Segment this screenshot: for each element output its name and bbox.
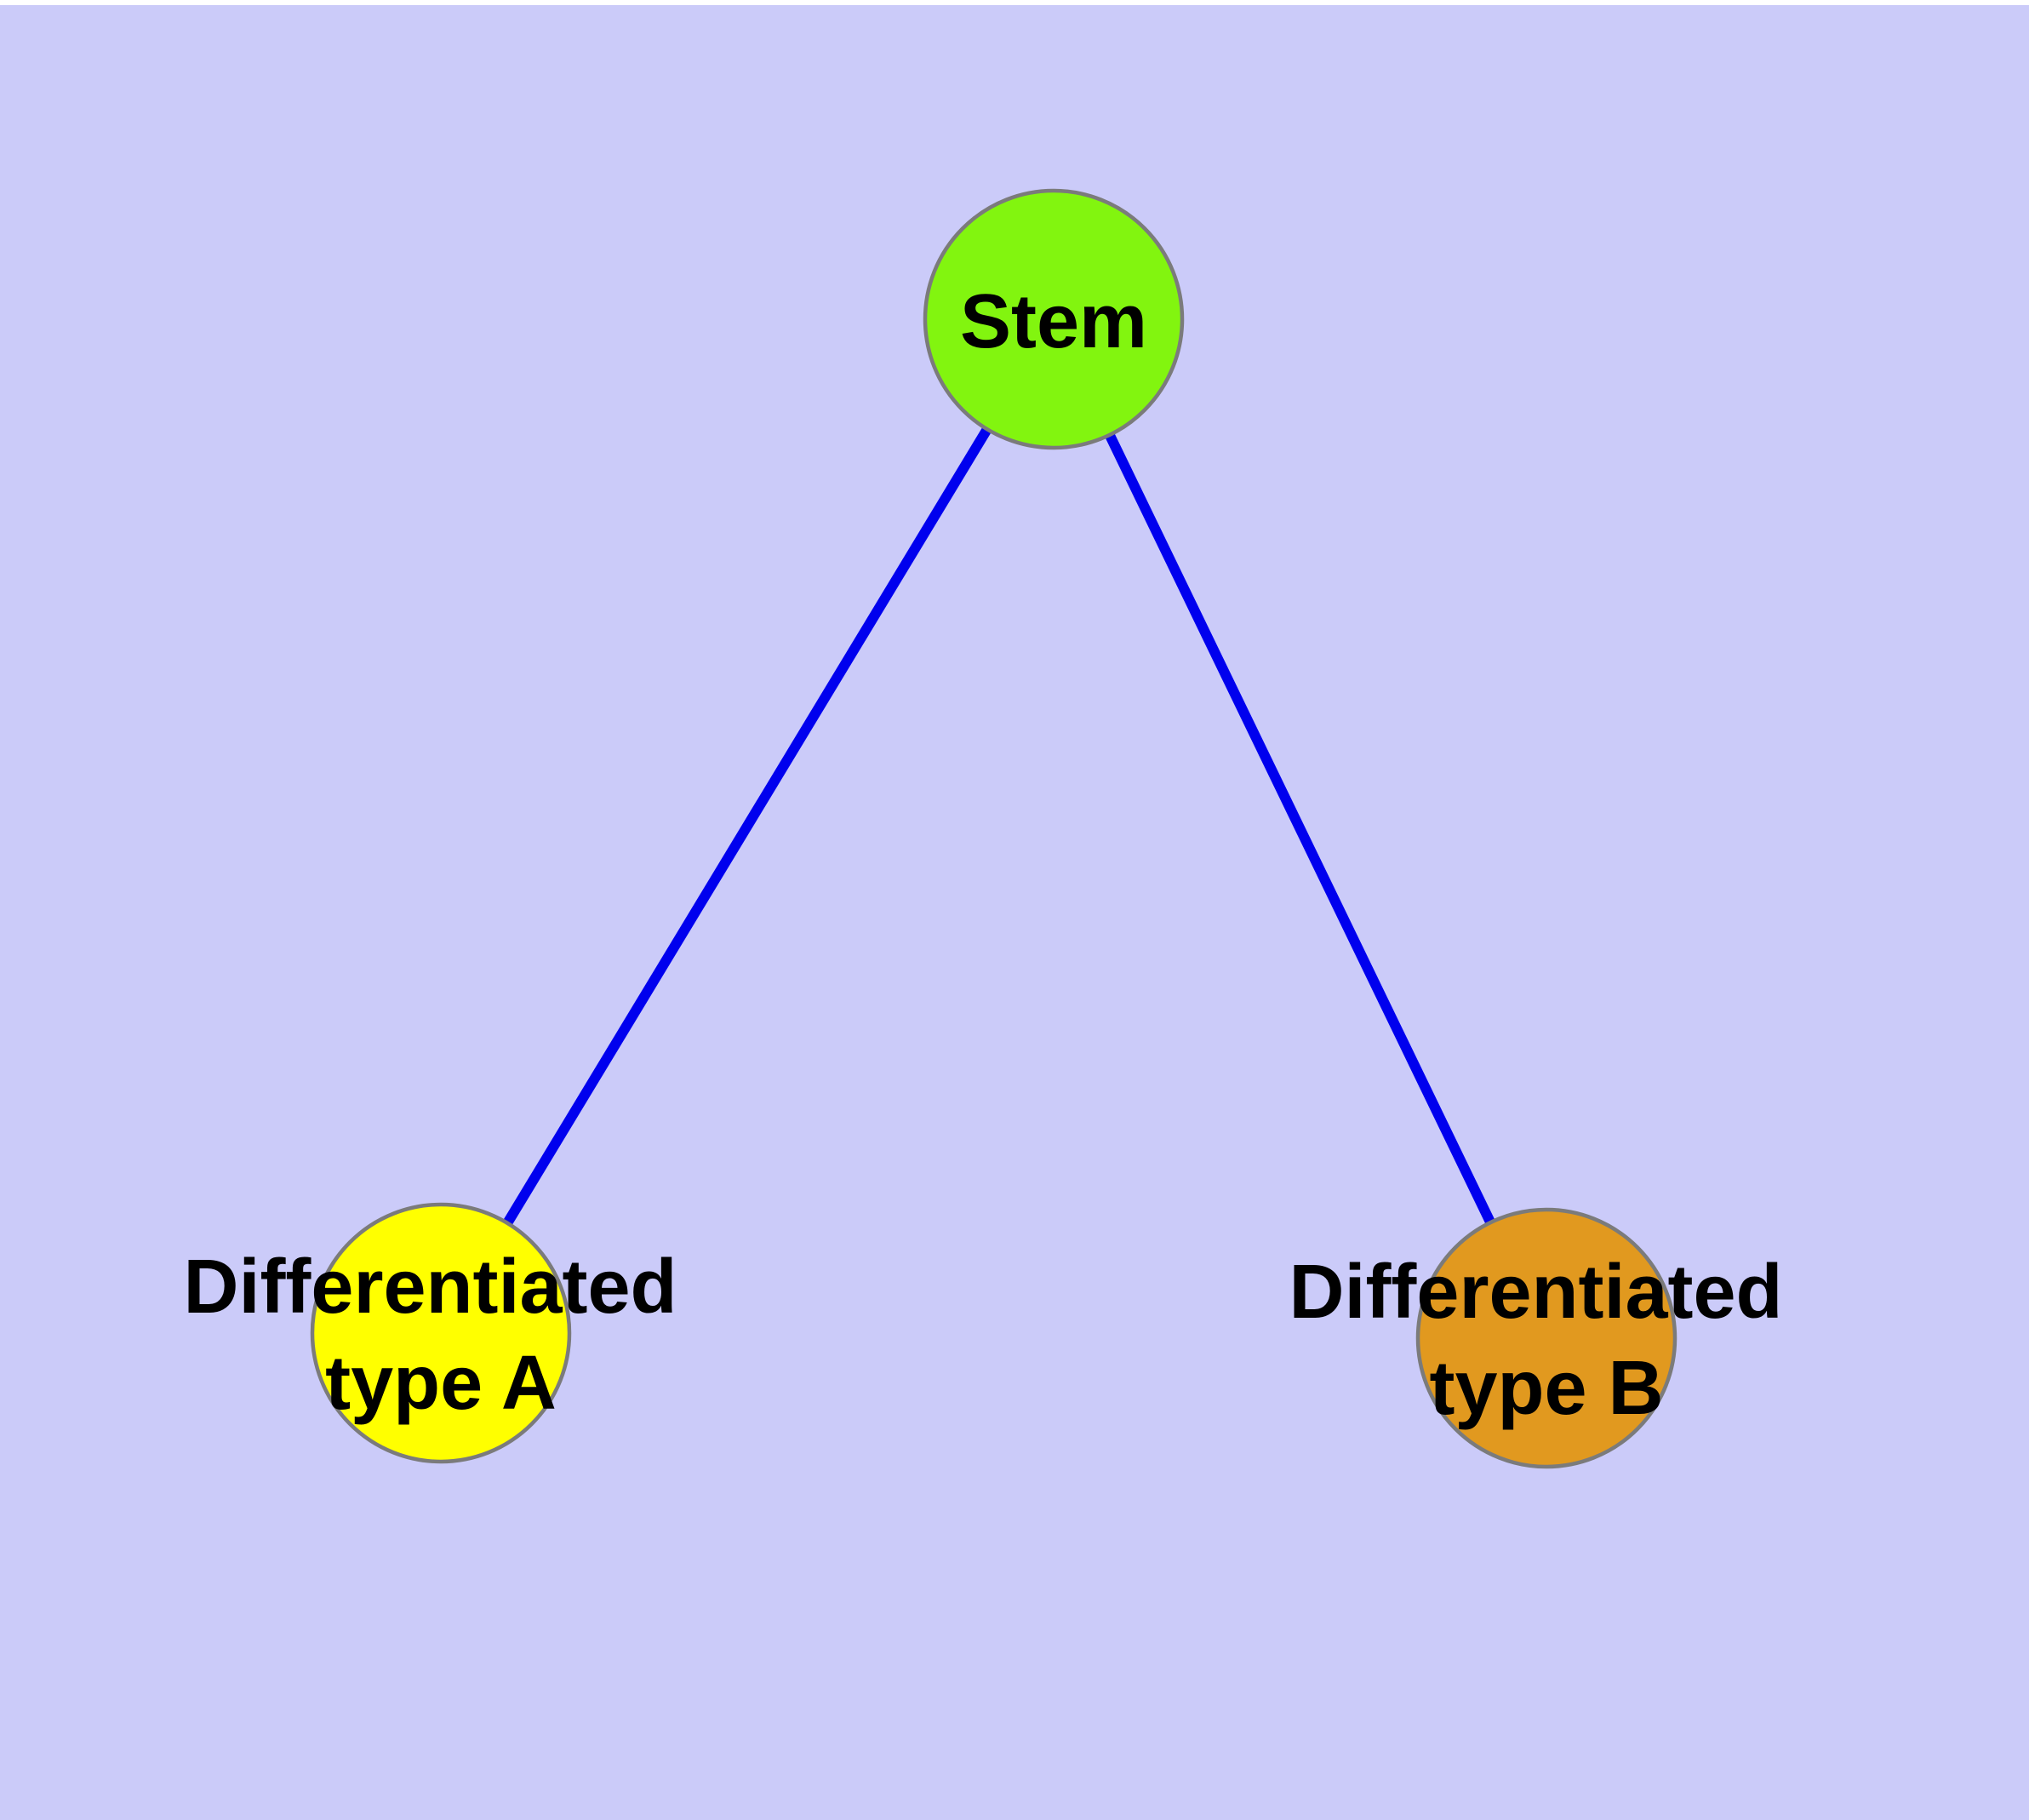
node-differentiated-type-a-label: Differentiated type A (183, 1245, 698, 1426)
node-stem: Stem (923, 188, 1185, 450)
node-stem-circle (923, 188, 1185, 450)
node-differentiated-type-b-label: Differentiated type B (1289, 1250, 1803, 1431)
edge-stem-to-type-b (1049, 317, 1552, 1341)
node-stem-label: Stem (960, 279, 1147, 364)
node-differentiated-type-a: Differentiated type A (183, 1202, 698, 1464)
edge-stem-to-type-a (436, 316, 1059, 1336)
node-differentiated-type-a-circle (310, 1202, 572, 1464)
node-differentiated-type-b-circle (1415, 1207, 1677, 1469)
node-differentiated-type-b-label-line1: Differentiated (1289, 1250, 1782, 1335)
node-differentiated-type-b-label-line2: type B (1429, 1346, 1663, 1431)
node-differentiated-type-a-label-line2: type A (325, 1341, 557, 1426)
node-differentiated-type-a-label-line1: Differentiated (183, 1245, 677, 1330)
node-differentiated-type-b: Differentiated type B (1289, 1207, 1803, 1469)
node-stem-label-line1: Stem (960, 279, 1147, 364)
